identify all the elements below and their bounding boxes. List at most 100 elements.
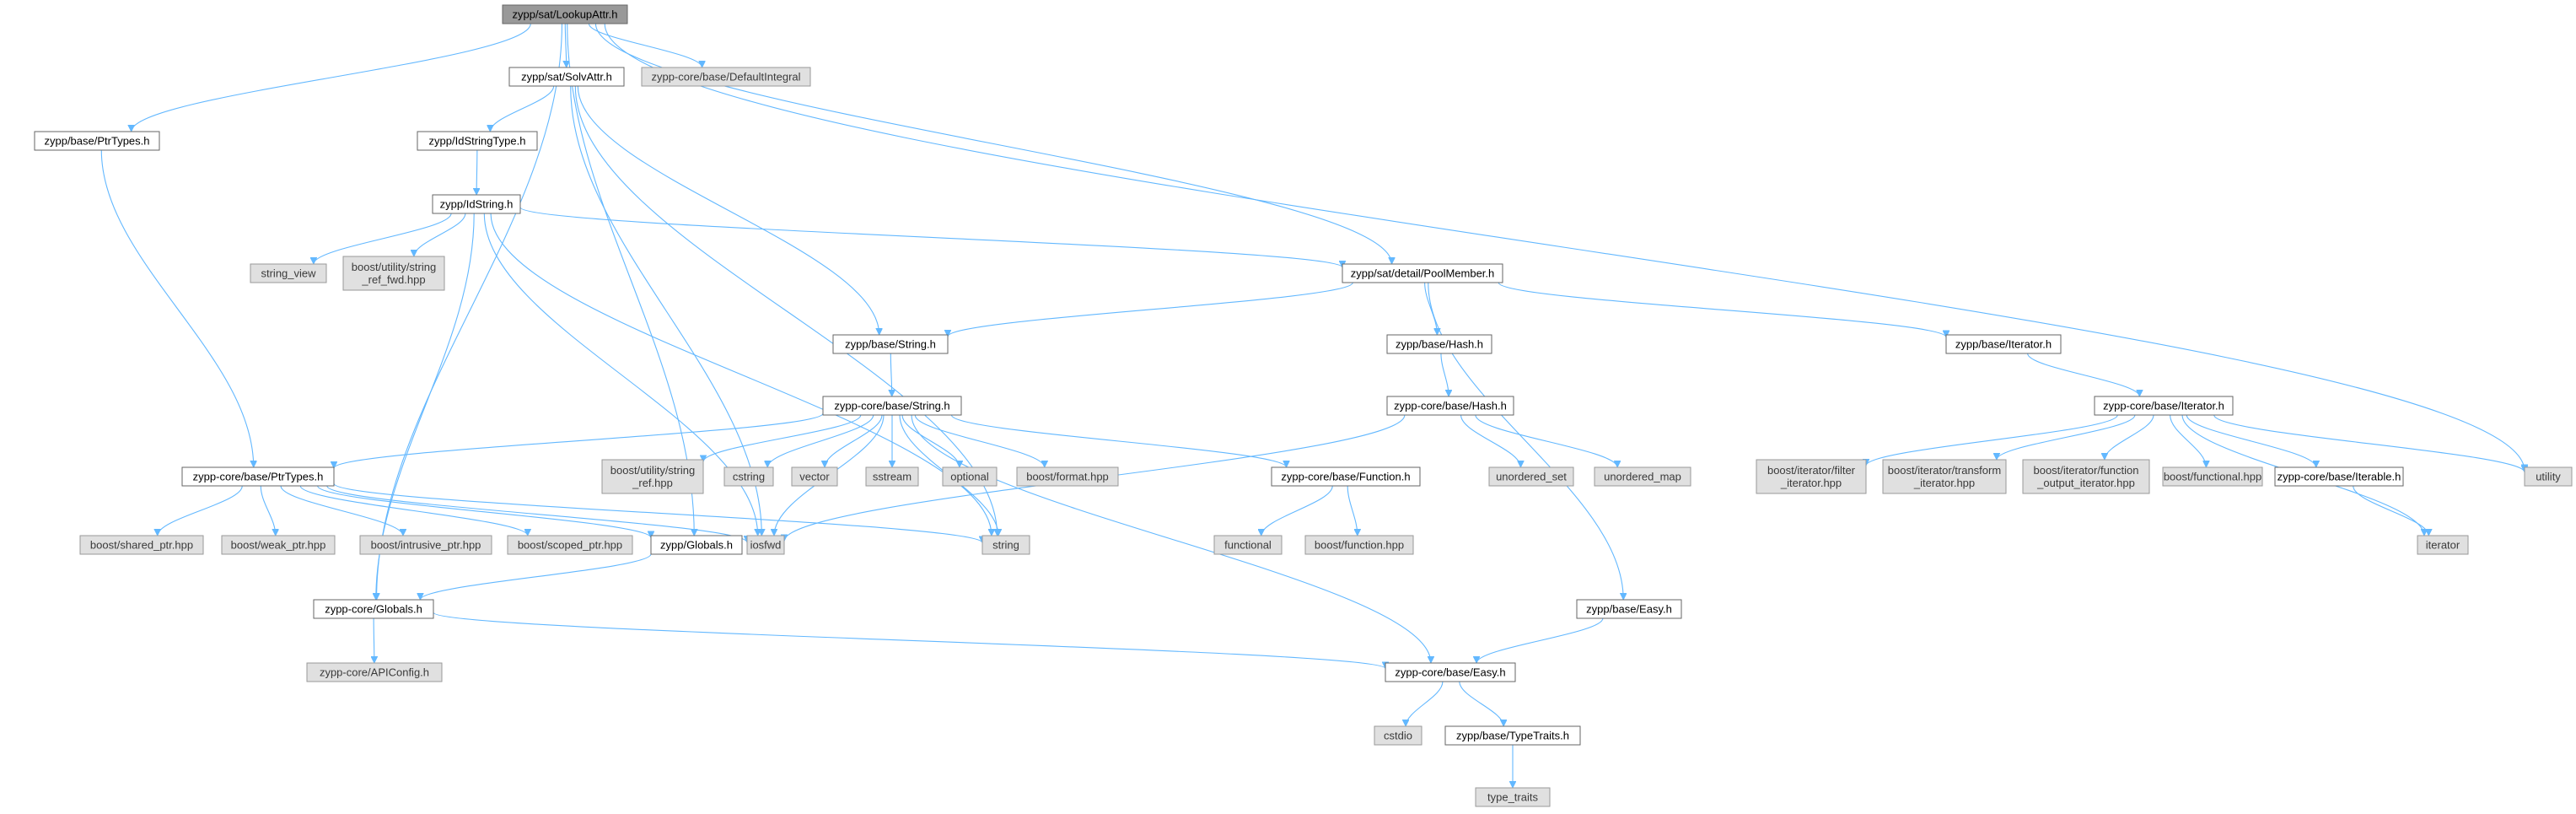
node-label: zypp/base/Hash.h (1396, 338, 1483, 351)
node-unordered-set: unordered_set (1488, 466, 1574, 487)
node-core-globals[interactable]: zypp-core/Globals.h (313, 599, 434, 619)
node-label: boost/functional.hpp (2164, 471, 2261, 483)
node-label: zypp-core/base/Easy.h (1395, 666, 1505, 679)
node-box (221, 535, 336, 555)
node-idstring[interactable]: zypp/IdString.h (432, 194, 521, 214)
node-string-ref-fwd: boost/utility/string_ref_fwd.hpp (342, 256, 445, 291)
node-box (1271, 466, 1421, 487)
node-label: utility (2536, 471, 2561, 483)
node-label: zypp/base/TypeTraits.h (1456, 730, 1569, 742)
node-label: zypp/Globals.h (660, 539, 733, 552)
node-boost-format: boost/format.hpp (1016, 466, 1119, 487)
node-label: functional (1224, 539, 1272, 552)
edge-idstring-to-poolmember (519, 207, 1342, 268)
node-label: zypp/IdString.h (440, 198, 514, 211)
edge-base_string-to-core_string (890, 353, 891, 396)
node-label: boost/scoped_ptr.hpp (518, 539, 622, 552)
node-box (250, 263, 327, 283)
edge-core_iterator-to-filter_iterator (1866, 414, 2118, 466)
node-label: optional (950, 471, 989, 483)
node-box (723, 466, 774, 487)
node-box (1386, 396, 1514, 416)
node-base-ptrtypes[interactable]: zypp/base/PtrTypes.h (34, 131, 160, 151)
node-label: zypp-core/base/PtrTypes.h (193, 471, 324, 483)
node-label: zypp/base/Iterator.h (1955, 338, 2052, 351)
node-box (1304, 535, 1414, 555)
node-base-easy[interactable]: zypp/base/Easy.h (1576, 599, 1682, 619)
node-shared-ptr: boost/shared_ptr.hpp (79, 535, 204, 555)
node-box (832, 334, 949, 354)
node-base-string[interactable]: zypp/base/String.h (832, 334, 949, 354)
node-lookupattr[interactable]: zypp/sat/LookupAttr.h (502, 4, 628, 24)
node-label: boost/utility/string (352, 261, 436, 273)
node-box (2524, 466, 2573, 487)
dependency-nodes: zypp/sat/LookupAttr.h zypp/sat/SolvAttr.h… (34, 4, 2573, 807)
node-label: boost/format.hpp (1026, 471, 1109, 483)
edge-zypp_globals-to-core_globals (420, 553, 652, 601)
node-label: vector (799, 471, 830, 483)
node-optional: optional (942, 466, 998, 487)
node-core-hash[interactable]: zypp-core/base/Hash.h (1386, 396, 1514, 416)
node-label: sstream (873, 471, 912, 483)
node-label: _output_iterator.hpp (2036, 477, 2135, 489)
node-poolmember[interactable]: zypp/sat/detail/PoolMember.h (1342, 263, 1503, 283)
edge-core_iterator-to-boost_functional (2170, 414, 2207, 468)
node-box (306, 662, 443, 682)
node-box (641, 67, 811, 87)
node-label: type_traits (1487, 791, 1538, 804)
edge-core_ptrtypes-to-scoped_ptr (299, 485, 528, 536)
node-box (1475, 787, 1551, 807)
node-label: zypp-core/base/String.h (834, 400, 949, 412)
node-box (2274, 466, 2404, 487)
node-box (181, 466, 335, 487)
node-core-string[interactable]: zypp-core/base/String.h (822, 396, 962, 416)
node-box (791, 466, 838, 487)
node-core-function[interactable]: zypp-core/base/Function.h (1271, 466, 1421, 487)
node-idstringtype[interactable]: zypp/IdStringType.h (417, 131, 538, 151)
node-label: cstdio (1384, 730, 1412, 742)
node-box (981, 535, 1030, 555)
node-label: boost/utility/string (610, 464, 695, 477)
node-cstring: cstring (723, 466, 774, 487)
node-label: zypp/IdStringType.h (429, 135, 526, 148)
node-type-traits: type_traits (1475, 787, 1551, 807)
edge-core_easy-to-cstdio (1406, 681, 1444, 727)
node-base-iterator[interactable]: zypp/base/Iterator.h (1945, 334, 2062, 354)
node-intrusive-ptr: boost/intrusive_ptr.hpp (359, 535, 492, 555)
node-box (1213, 535, 1283, 555)
node-core-ptrtypes[interactable]: zypp-core/base/PtrTypes.h (181, 466, 335, 487)
node-core-iterable[interactable]: zypp-core/base/Iterable.h (2274, 466, 2404, 487)
edge-core_string-to-string_ref (703, 414, 862, 462)
node-defaultintegral: zypp-core/base/DefaultIntegral (641, 67, 811, 87)
node-label: zypp/base/PtrTypes.h (44, 135, 149, 148)
node-solvattr[interactable]: zypp/sat/SolvAttr.h (508, 67, 625, 87)
node-label: boost/shared_ptr.hpp (90, 539, 193, 552)
node-base-hash[interactable]: zypp/base/Hash.h (1386, 334, 1492, 354)
node-label: boost/iterator/filter (1767, 464, 1856, 477)
node-box (1945, 334, 2062, 354)
node-box (1374, 725, 1422, 746)
edge-solvattr-to-idstringtype (490, 85, 555, 132)
node-box (1444, 725, 1581, 746)
edge-lookupattr-to-zypp_globals (567, 23, 695, 536)
node-string: string (981, 535, 1030, 555)
edge-base_iterator-to-core_iterator (2027, 353, 2140, 397)
node-typetraits[interactable]: zypp/base/TypeTraits.h (1444, 725, 1581, 746)
node-utility: utility (2524, 466, 2573, 487)
node-boost-function: boost/function.hpp (1304, 535, 1414, 555)
edge-core_ptrtypes-to-string (333, 482, 982, 543)
node-label: zypp/base/Easy.h (1586, 603, 1672, 616)
node-zypp-globals[interactable]: zypp/Globals.h (650, 535, 743, 555)
node-label: iosfwd (750, 539, 782, 552)
edge-lookupattr-to-defaultintegral (588, 23, 702, 68)
node-label: zypp-core/base/Hash.h (1394, 400, 1507, 412)
node-box (865, 466, 919, 487)
edge-core_ptrtypes-to-shared_ptr (158, 485, 243, 536)
node-core-iterator[interactable]: zypp-core/base/Iterator.h (2094, 396, 2234, 416)
node-core-easy[interactable]: zypp-core/base/Easy.h (1385, 662, 1516, 682)
node-label: unordered_map (1604, 471, 1681, 483)
dependency-edges (100, 23, 2525, 788)
node-box (1594, 466, 1691, 487)
node-label: boost/intrusive_ptr.hpp (371, 539, 481, 552)
edge-poolmember-to-base_iterator (1498, 282, 1946, 338)
